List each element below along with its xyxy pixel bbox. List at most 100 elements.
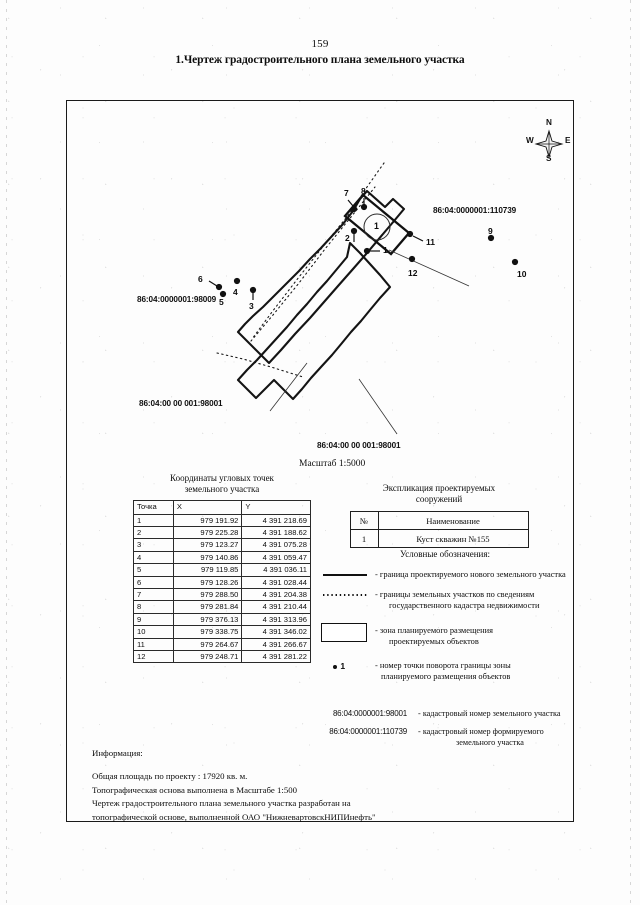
cell-point: 8 [133,600,174,614]
table-row: 1 979 191.92 4 391 218.69 [133,513,311,527]
cadastral-label-98001-left: 86:04:00 00 001:98001 [139,399,223,408]
information-line-developed-2: топографической основе, выполненной ОАО … [92,811,376,822]
cadastral-label-98009: 86:04:0000001:98009 [137,295,217,304]
legend-item-text: - границы земельных участков по сведения… [375,590,535,599]
table-row: 7 979 288.50 4 391 204.38 [133,587,311,602]
turn-point-leader-11 [412,235,424,242]
cell-x: 979 225.28 [172,525,243,540]
cell-point: 9 [133,612,174,627]
information-line-developed-1: Чертеж градостроительного плана земельно… [92,798,351,809]
zone-index-label: 1 [374,221,379,231]
cell-x: 979 123.27 [172,538,243,552]
cadastral-label-110739: 86:04:0000001:110739 [433,206,517,215]
cell-x: 979 376.13 [172,612,243,627]
turn-point-dot-9 [487,234,495,242]
cadastral-note-code: 86:04:0000001:110739 [329,727,407,736]
leader-line-cad-98001-bottom [358,378,398,435]
cell-x: 979 191.92 [172,513,243,527]
coordinates-table: Точка X Y 1 979 191.92 4 391 218.69 2 97… [133,500,311,664]
scan-edge-artifact-left [6,0,7,905]
coordinates-caption-line2: земельного участка [184,484,260,494]
cell-x: 979 281.84 [172,600,243,614]
information-line-topo-scale: Топографическая основа выполнена в Масшт… [92,784,298,795]
turn-point-dot-12 [408,255,416,263]
coordinates-block: Координаты угловых точек земельного учас… [127,473,317,664]
coordinates-table-body: 1 979 191.92 4 391 218.69 2 979 225.28 4… [133,513,311,664]
table-row: 5 979 119.85 4 391 036.11 [133,563,311,577]
explication-caption: Экспликация проектируемых сооружений [319,483,559,505]
turn-point-leader-7 [347,199,354,207]
cell-y: 4 391 210.44 [241,600,311,614]
designed-plot-boundary-lower [236,241,392,401]
turn-point-dot-1 [363,247,371,255]
point-label-2: 2 [345,233,350,243]
cell-name: Куст скважин №155 [377,529,529,548]
cell-y: 4 391 218.69 [241,513,311,527]
legend-item-cadastral-boundaries: - границы земельных участков по сведения… [319,589,571,611]
point-label-11: 11 [426,237,435,247]
point-label-8: 8 [361,186,366,196]
turn-point-dot-6 [215,283,223,291]
cell-point: 3 [133,538,174,552]
information-block: Информация: Общая площадь по проекту : 1… [92,747,532,824]
turn-point-leader-6 [208,280,218,287]
explication-caption-line1: Экспликация проектируемых [382,483,496,493]
table-row: 12 979 248.71 4 391 281.22 [133,649,311,664]
explication-row: 1 Куст скважин №155 [349,529,529,548]
explication-block: Экспликация проектируемых сооружений № Н… [319,483,559,548]
legend-item-text-line2: государственного кадастра недвижимости [389,601,540,610]
page-title: 1.Чертеж градостроительного плана земель… [175,54,465,66]
cell-point: 10 [133,625,174,639]
turn-point-dot-2 [350,227,358,235]
cadastral-note-desc-line2: земельного участка [456,738,524,747]
site-plan-map: N S E W 1 2 3 4 5 6 7 8 9 10 11 12 1 86:… [67,101,575,473]
legend-item-text: - зона планируемого размещения [375,626,493,635]
legend-item-text-line2: проектируемых объектов [389,637,479,646]
cell-x: 979 288.50 [172,587,243,602]
compass-north-label: N [546,118,552,127]
cell-point: 5 [133,563,174,577]
cell-x: 979 264.67 [172,637,243,651]
point-label-9: 9 [488,226,493,236]
table-row: 6 979 128.26 4 391 028.44 [133,575,311,589]
cell-x: 979 248.71 [172,649,243,664]
legend-item-text: - номер точки поворота границы зоны [375,661,511,670]
compass-west-label: W [526,136,534,145]
cell-number: 1 [349,529,379,548]
cadastral-note-code: 86:04:0000001:98001 [332,709,407,718]
table-row: 11 979 264.67 4 391 266.67 [133,637,311,651]
site-plan-svg [208,129,564,435]
cell-y: 4 391 281.22 [241,649,311,664]
cadastral-note-desc-line1: - кадастровый номер формируемого [418,727,544,736]
cell-y: 4 391 188.62 [241,525,311,540]
point-marker-icon: 1 [319,660,371,672]
cadastral-label-98001-bottom: 86:04:00 00 001:98001 [317,441,401,450]
cell-y: 4 391 266.67 [241,637,311,651]
cadastral-note-desc: - кадастровый номер формируемого земельн… [409,726,544,748]
compass-rose [534,129,564,159]
information-line-area: Общая площадь по проекту : 17920 кв. м. [92,771,248,782]
turn-point-dot-4 [233,277,241,285]
legend-item-text-line2: планируемого размещения объектов [381,672,511,681]
information-title: Информация: [92,748,143,758]
explication-header-row: № Наименование [349,511,529,530]
cell-point: 7 [133,587,174,602]
compass-east-label: E [565,136,571,145]
point-label-6: 6 [198,274,203,284]
zone-index-circle [363,213,391,241]
cell-y: 4 391 346.02 [241,625,311,639]
cell-point: 2 [133,525,174,540]
turn-point-dot-8 [360,203,368,211]
designed-plot-boundary-upper [236,189,406,365]
coordinates-caption-line1: Координаты угловых точек [170,473,274,483]
point-label-4: 4 [233,287,238,297]
cell-x: 979 140.86 [172,550,243,565]
explication-table: № Наименование 1 Куст скважин №155 [349,511,529,548]
cadastral-boundary-dotted-parallel [250,186,376,342]
cell-y: 4 391 028.44 [241,575,311,589]
legend-title: Условные обозначения: [399,549,490,559]
solid-line-icon [319,569,371,581]
legend-item-turning-point: 1 - номер точки поворота границы зоны пл… [319,660,571,682]
cadastral-note-desc: - кадастровый номер земельного участка [418,709,561,718]
